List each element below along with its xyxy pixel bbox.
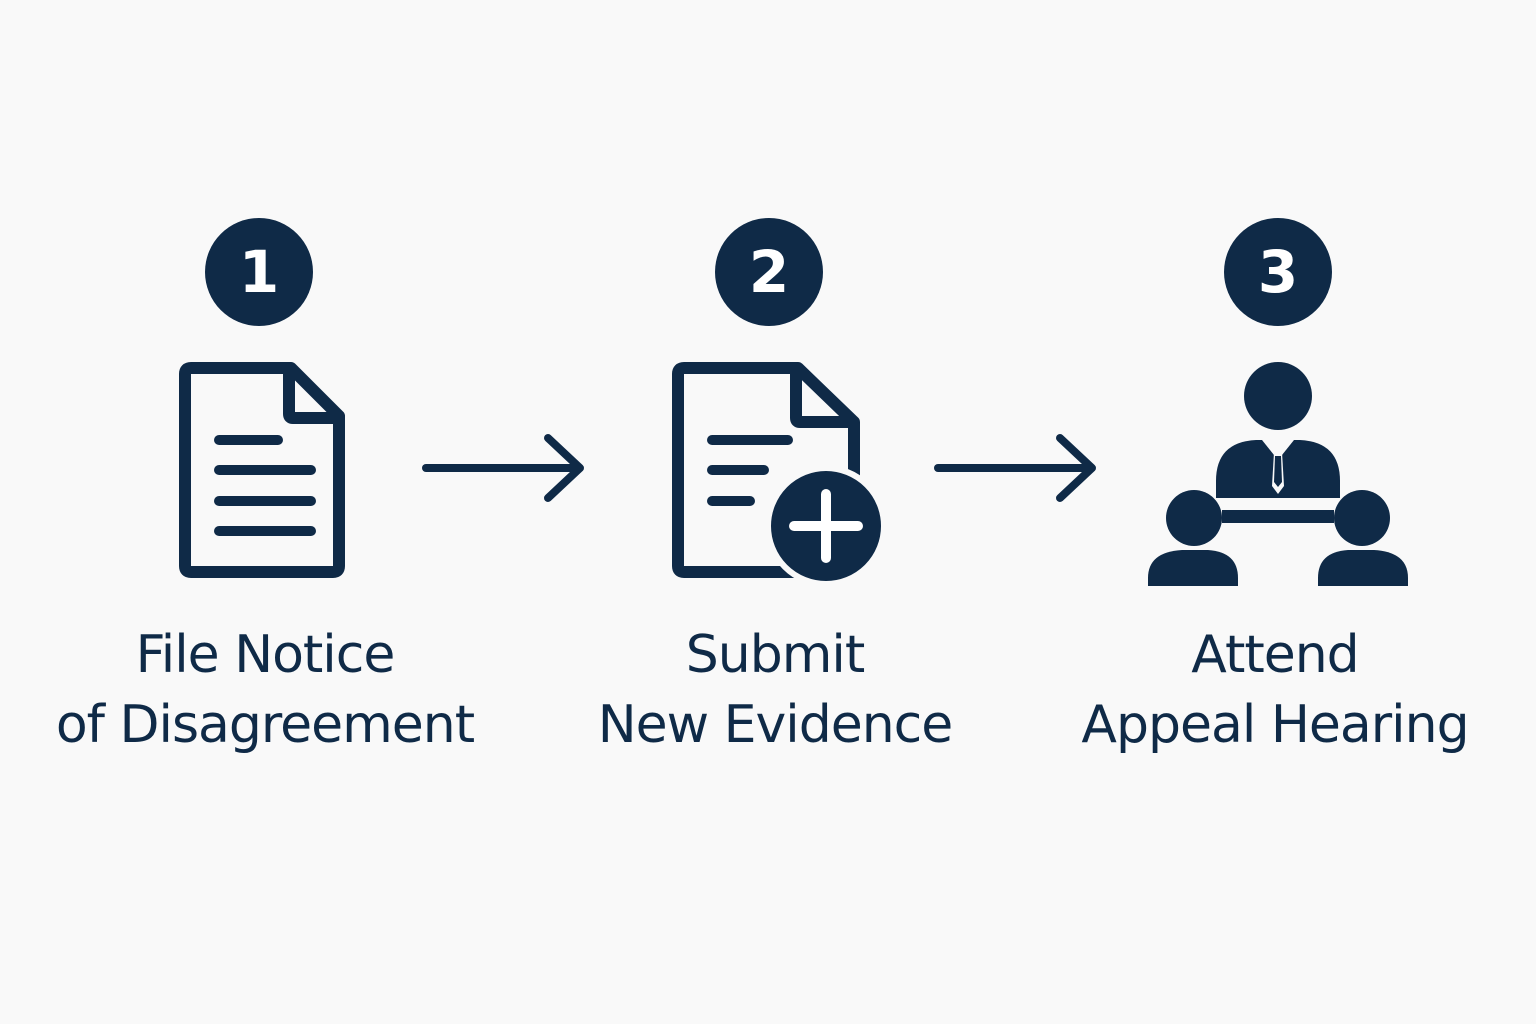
step-number-badge: 2 (715, 218, 823, 326)
step-label: File Notice of Disagreement (20, 620, 510, 760)
document-icon (179, 362, 345, 578)
arrow-right-icon (422, 434, 584, 502)
step-label: Submit New Evidence (530, 620, 1020, 760)
step-label-line-1: Submit (685, 625, 865, 685)
step-label-line-2: of Disagreement (55, 695, 475, 755)
arrow-right-icon (934, 434, 1096, 502)
step-label-line-2: Appeal Hearing (1081, 695, 1469, 755)
step-label-line-1: Attend (1191, 625, 1359, 685)
step-label-line-2: New Evidence (597, 695, 954, 755)
step-label-line-1: File Notice (135, 625, 396, 685)
step-label: Attend Appeal Hearing (1030, 620, 1520, 760)
document-plus-icon (672, 362, 887, 587)
step-number-badge: 3 (1224, 218, 1332, 326)
hearing-meeting-icon (1148, 362, 1408, 586)
step-number-badge: 1 (205, 218, 313, 326)
